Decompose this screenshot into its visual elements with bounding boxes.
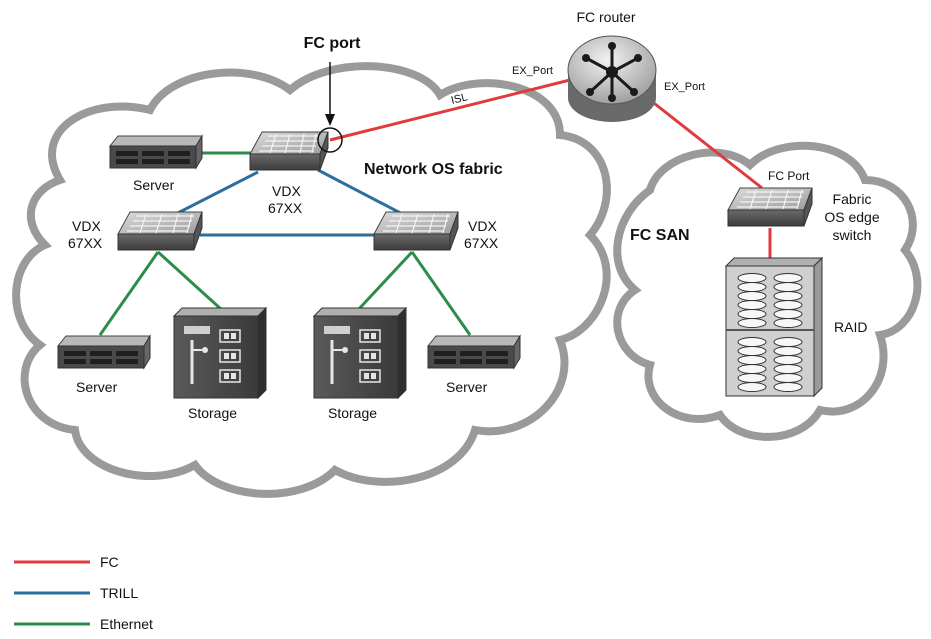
network-os-fabric-label: Network OS fabric [364, 161, 503, 178]
isl-label: ISL [450, 91, 469, 107]
ex-port-right-label: EX_Port [664, 81, 705, 93]
trill-link-center-left [167, 170, 259, 220]
trill-link-center-right [317, 168, 411, 220]
server-right-label: Server [446, 379, 488, 395]
edge-switch-label-2: OS edge [824, 209, 879, 225]
storage-right [312, 306, 408, 400]
vdx-switch-right [373, 211, 459, 251]
ex-port-left-label: EX_Port [512, 65, 553, 77]
edge-switch-label-3: switch [833, 227, 872, 243]
fc-link-router-edge [649, 98, 763, 190]
storage-left-label: Storage [188, 405, 237, 421]
legend-label-fc: FC [100, 554, 119, 570]
network-os-cloud [12, 62, 611, 498]
vdx-switch-center [249, 131, 329, 171]
legend-label-ethernet: Ethernet [100, 616, 153, 632]
fc-router [567, 35, 657, 122]
server-top-label: Server [133, 177, 175, 193]
eth-link-right-storage [356, 250, 414, 312]
vdx-left-label-1: VDX [72, 218, 101, 234]
raid-label: RAID [834, 319, 867, 335]
storage-left [172, 306, 268, 400]
edge-switch-label-1: Fabric [833, 191, 872, 207]
fc-link-isl [329, 76, 579, 142]
server-left-label: Server [76, 379, 118, 395]
eth-link-left-storage [156, 250, 224, 312]
eth-link-right-server [410, 251, 472, 336]
fc-router-label: FC router [576, 9, 635, 25]
vdx-right-label-1: VDX [468, 218, 497, 234]
storage-right-label: Storage [328, 405, 377, 421]
vdx-right-label-2: 67XX [464, 235, 499, 251]
fc-san-label: FC SAN [630, 227, 690, 244]
fc-port-san-label: FC Port [768, 169, 810, 183]
eth-link-left-server [98, 251, 160, 336]
legend: FC TRILL Ethernet [14, 554, 153, 632]
server-top [108, 134, 203, 170]
fabric-os-edge-switch [727, 187, 813, 227]
legend-label-trill: TRILL [100, 585, 138, 601]
fc-port-label: FC port [304, 35, 362, 52]
server-right [426, 334, 521, 370]
vdx-switch-left [117, 211, 203, 251]
raid-array [724, 256, 824, 398]
vdx-center-label-1: VDX [272, 183, 301, 199]
vdx-left-label-2: 67XX [68, 235, 103, 251]
vdx-center-label-2: 67XX [268, 200, 303, 216]
links [98, 76, 772, 336]
server-left [56, 334, 151, 370]
fc-port-callout [317, 62, 343, 153]
